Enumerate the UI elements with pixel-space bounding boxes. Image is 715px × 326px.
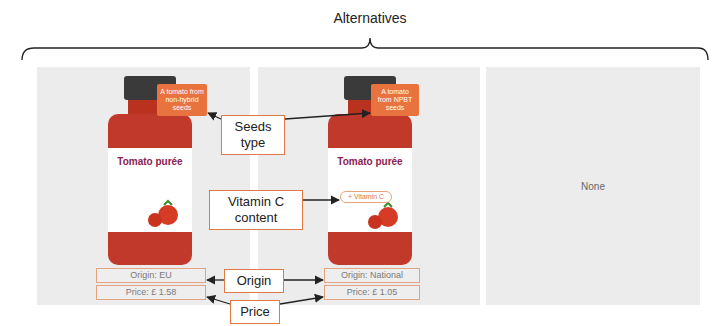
arrow-connector [208,113,221,119]
attribute-box: Vitamin C content [209,190,303,230]
attribute-box: Origin [224,269,284,293]
arrow-connector [285,113,370,119]
node-text: Price [240,304,270,320]
bracket [22,38,708,60]
origin-label: Origin: EU [96,268,206,283]
arrow-connector [280,297,323,304]
seed-tag: A tomato from NPBT seeds [371,84,419,116]
attribute-box: Seeds type [221,115,285,155]
alternative-panel [37,67,250,305]
vitamin-badge: + Vitamin C [340,191,392,203]
alternative-panel [258,67,480,305]
node-text: Price: £ 1.05 [347,287,398,298]
node-text: Origin: EU [130,270,172,281]
node-text: None [581,181,605,192]
none-option: None [486,67,700,305]
product-name: Tomato purée [337,156,402,167]
node-text: A tomato from NPBT seeds [374,88,416,112]
arrow-connector [303,199,339,200]
node-text: A tomato from non-hybrid seeds [160,88,204,112]
arrow-connector [207,279,224,280]
node-text: Price: £ 1.58 [126,287,177,298]
node-text: + Vitamin C [348,193,384,201]
arrow-connector [284,279,323,280]
node-text: Vitamin C content [215,194,297,226]
node-text: Origin [237,273,272,289]
bracket-label: Alternatives [333,10,406,26]
price-label: Price: £ 1.05 [324,285,420,300]
arrow-connector [207,297,230,304]
seed-tag: A tomato from non-hybrid seeds [157,84,207,116]
node-text: Origin: National [341,270,403,281]
origin-label: Origin: National [324,268,420,283]
attribute-box: Price [230,300,280,324]
price-label: Price: £ 1.58 [96,285,206,300]
node-text: Seeds type [227,119,279,151]
product-name: Tomato purée [117,156,182,167]
